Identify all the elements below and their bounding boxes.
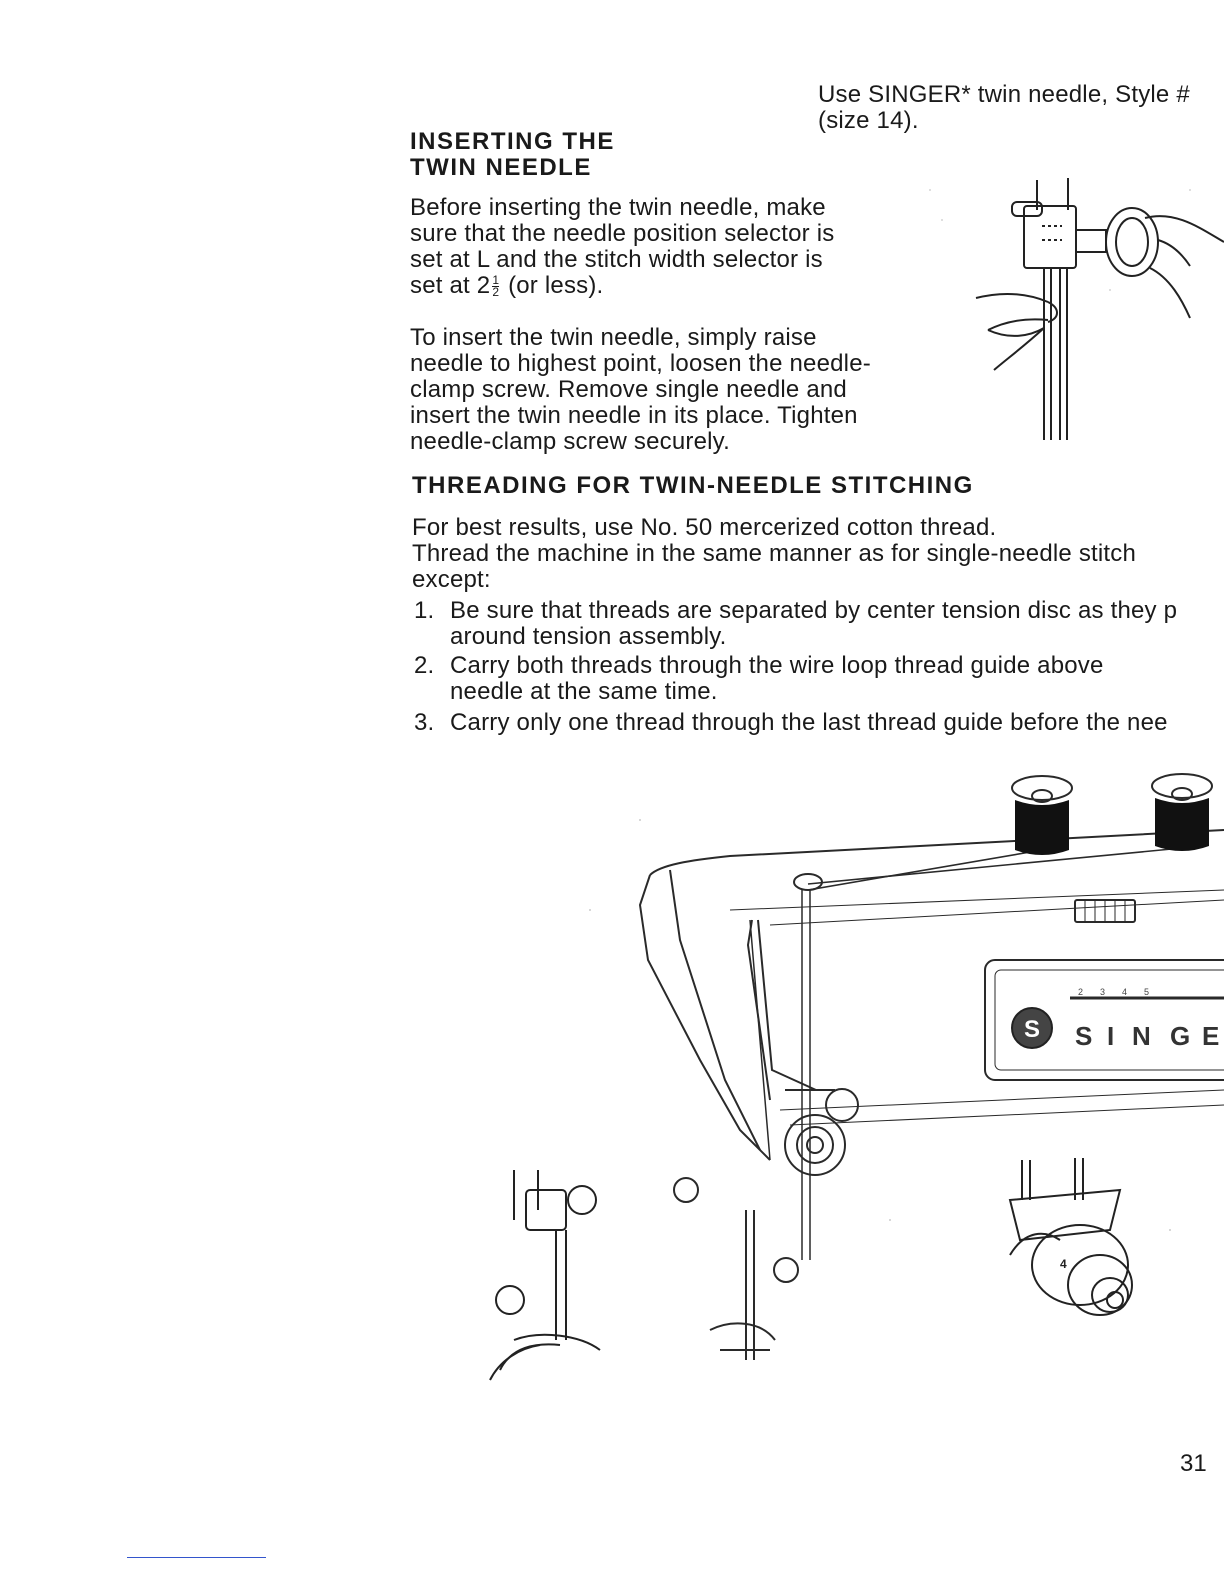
twin-needle-style-note: Use SINGER* twin needle, Style # (size 1… bbox=[818, 82, 1190, 134]
scale-number: 2 bbox=[1078, 987, 1083, 997]
inserting-heading-line-2: TWIN NEEDLE bbox=[410, 154, 592, 181]
brand-letter: N bbox=[1132, 1021, 1155, 1051]
inserting-paragraph-2: To insert the twin needle, simply raise … bbox=[410, 325, 876, 455]
step-text-line-2: around tension assembly. bbox=[450, 623, 727, 650]
page-number: 31 bbox=[1180, 1450, 1207, 1477]
scale-number: 4 bbox=[1122, 987, 1127, 997]
threading-steps: 1. Be sure that threads are separated by… bbox=[414, 598, 1224, 738]
sewing-machine-threading-illustration: S S I N G E 2 3 4 5 bbox=[470, 760, 1224, 1390]
note-line-2: (size 14). bbox=[818, 107, 919, 134]
dial-number: 4 bbox=[1060, 1257, 1067, 1271]
list-item: 3. Carry only one thread through the las… bbox=[414, 710, 1224, 740]
inserting-paragraph-1: Before inserting the twin needle, make s… bbox=[410, 195, 876, 299]
step-text-line-2: needle at the same time. bbox=[450, 678, 718, 705]
para1-line-4-prefix: set at 2 bbox=[410, 272, 491, 299]
scale-number: 3 bbox=[1100, 987, 1105, 997]
threading-intro: For best results, use No. 50 mercerized … bbox=[412, 515, 1136, 593]
para2-line-4: insert the twin needle in its place. Tig… bbox=[410, 402, 858, 429]
para1-line-1: Before inserting the twin needle, make bbox=[410, 194, 826, 221]
para1-line-4-suffix: (or less). bbox=[501, 272, 604, 299]
brand-letter: S bbox=[1075, 1021, 1096, 1051]
brand-letter: I bbox=[1107, 1021, 1118, 1051]
twin-needle-illustration bbox=[920, 170, 1224, 450]
brand-letter: E bbox=[1202, 1021, 1223, 1051]
intro-line-2: Thread the machine in the same manner as… bbox=[412, 540, 1137, 567]
para1-line-2: sure that the needle position selector i… bbox=[410, 220, 835, 247]
inserting-heading-line-1: INSERTING THE bbox=[410, 128, 615, 155]
intro-line-1: For best results, use No. 50 mercerized … bbox=[412, 514, 997, 541]
threading-heading: THREADING FOR TWIN-NEEDLE STITCHING bbox=[412, 472, 974, 499]
list-item: 2. Carry both threads through the wire l… bbox=[414, 653, 1224, 709]
step-text-line-1: Carry both threads through the wire loop… bbox=[450, 652, 1104, 679]
para2-line-3: clamp screw. Remove single needle and bbox=[410, 376, 847, 403]
badge-letter: S bbox=[1024, 1016, 1040, 1043]
step-text-line-1: Carry only one thread through the last t… bbox=[450, 709, 1168, 736]
fraction-numerator: 1 bbox=[492, 273, 500, 288]
fraction-denominator: 2 bbox=[492, 285, 500, 300]
footer-rule bbox=[127, 1557, 266, 1558]
step-number: 2. bbox=[414, 652, 435, 679]
note-line-1: Use SINGER* twin needle, Style # bbox=[818, 81, 1190, 108]
para2-line-2: needle to highest point, loosen the need… bbox=[410, 350, 871, 377]
para2-line-1: To insert the twin needle, simply raise bbox=[410, 324, 817, 351]
scale-number: 5 bbox=[1144, 987, 1149, 997]
step-number: 3. bbox=[414, 709, 435, 736]
list-item: 1. Be sure that threads are separated by… bbox=[414, 598, 1224, 654]
para1-line-3: set at L and the stitch width selector i… bbox=[410, 246, 823, 273]
intro-line-3: except: bbox=[412, 566, 491, 593]
brand-letter: G bbox=[1170, 1021, 1194, 1051]
step-text-line-1: Be sure that threads are separated by ce… bbox=[450, 597, 1178, 624]
inserting-heading: INSERTING THE TWIN NEEDLE bbox=[410, 129, 615, 181]
step-number: 1. bbox=[414, 597, 435, 624]
para2-line-5: needle-clamp screw securely. bbox=[410, 428, 730, 455]
